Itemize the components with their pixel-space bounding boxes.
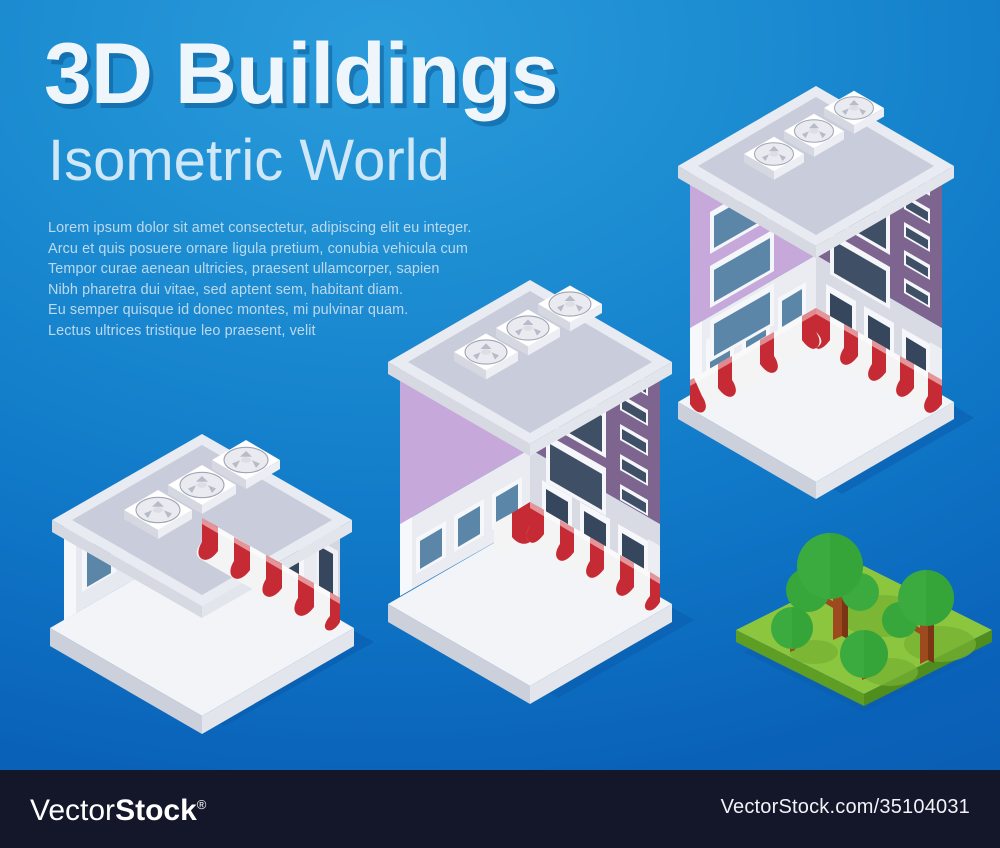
body-line: Arcu et quis posuere ornare ligula preti… [48, 240, 468, 257]
roof-slab [388, 280, 672, 456]
logo-text-light: Vector [30, 794, 116, 827]
base-window-group [400, 477, 660, 596]
tree [771, 607, 813, 652]
awning-striped [494, 502, 660, 611]
body-line: Nibh pharetra dui vitae, sed aptent sem,… [48, 281, 404, 298]
body-paragraph: Lorem ipsum dolor sit amet consectetur, … [48, 218, 518, 341]
awning-striped [690, 308, 942, 413]
medium-tower-building [382, 252, 702, 712]
tree [882, 570, 954, 664]
park-tile [730, 512, 1000, 712]
body-line: Tempor curae aenean ultricies, praesent … [48, 261, 440, 277]
artboard: 3D Buildings Isometric World Lorem ipsum… [0, 0, 1000, 770]
page-title: 3D Buildings [44, 26, 559, 122]
body-line: Lorem ipsum dolor sit amet consectetur, … [48, 220, 472, 236]
body-line: Eu semper quisque id donec montes, mi pu… [48, 302, 409, 318]
watermark-url: VectorStock.com/35104031 [720, 796, 970, 818]
tree [840, 630, 888, 680]
registered-trademark-icon: ® [196, 797, 207, 812]
logo-text-bold: Stock [115, 794, 197, 827]
awning-striped [196, 518, 340, 631]
roof-slab [678, 86, 954, 258]
body-line: Lectus ultrices tristique leo praesent, … [48, 322, 316, 339]
watermark-footer [0, 770, 1000, 848]
tree [786, 533, 879, 640]
small-shop-building [42, 434, 402, 752]
vectorstock-logo: VectorStock® [30, 790, 206, 826]
page-subtitle: Isometric World [48, 128, 450, 193]
tall-tower-building [666, 26, 986, 516]
